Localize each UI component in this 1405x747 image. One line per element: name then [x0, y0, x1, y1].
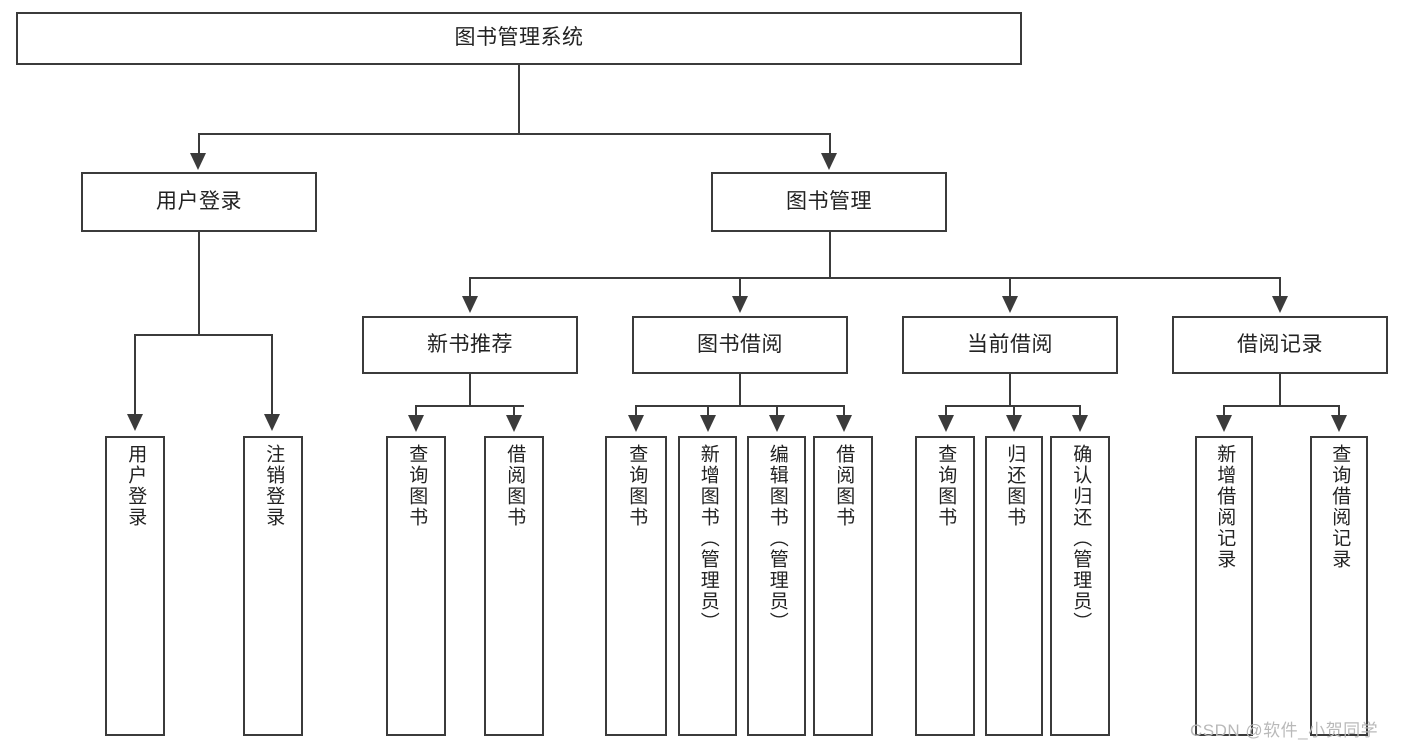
- arrow-leaf-edit-book-admin: [769, 415, 785, 432]
- node-borrow-record[interactable]: 借阅记录: [1172, 316, 1388, 374]
- arrow-to-book-manage: [821, 153, 837, 170]
- node-leaf-query-book-new[interactable]: 查询图书: [386, 436, 446, 736]
- connector-bb-bus: [635, 405, 843, 407]
- connector-book-manage-stem: [829, 232, 831, 278]
- connector-bm-drop-4: [1279, 277, 1281, 298]
- connector-bb-stem: [739, 374, 741, 407]
- node-label: 查询借阅记录: [1329, 444, 1351, 570]
- node-book-management-system[interactable]: 图书管理系统: [16, 12, 1022, 65]
- arrow-leaf-user-login: [127, 414, 143, 431]
- node-leaf-query-book-borrow[interactable]: 查询图书: [605, 436, 667, 736]
- connector-br-bus: [1223, 405, 1339, 407]
- node-label: 用户登录: [156, 189, 242, 213]
- node-label: 当前借阅: [967, 332, 1053, 356]
- arrow-to-user-login: [190, 153, 206, 170]
- node-label: 新增借阅记录: [1214, 444, 1236, 570]
- connector-user-login-drop-1: [134, 334, 136, 416]
- connector-nbr-drop-1: [415, 405, 417, 417]
- node-user-login[interactable]: 用户登录: [81, 172, 317, 232]
- node-label: 图书借阅: [697, 332, 783, 356]
- connector-bb-drop-3: [776, 405, 778, 417]
- node-label: 新增图书（管理员）: [697, 444, 719, 633]
- node-book-manage[interactable]: 图书管理: [711, 172, 947, 232]
- node-label: 新书推荐: [427, 332, 513, 356]
- arrow-leaf-confirm-return-admin: [1072, 415, 1088, 432]
- connector-to-book-manage: [829, 133, 831, 155]
- node-label: 查询图书: [406, 444, 428, 528]
- connector-bb-drop-1: [635, 405, 637, 417]
- arrow-leaf-add-book-admin: [700, 415, 716, 432]
- node-label: 注销登录: [263, 444, 285, 528]
- node-leaf-edit-book-admin[interactable]: 编辑图书（管理员）: [747, 436, 806, 736]
- arrow-leaf-add-borrow-record: [1216, 415, 1232, 432]
- node-leaf-user-logout[interactable]: 注销登录: [243, 436, 303, 736]
- node-label: 图书管理系统: [454, 26, 584, 50]
- connector-bb-drop-4: [843, 405, 845, 417]
- node-label: 借阅记录: [1237, 332, 1323, 356]
- node-current-borrow[interactable]: 当前借阅: [902, 316, 1118, 374]
- arrow-leaf-query-borrow-record: [1331, 415, 1347, 432]
- arrow-leaf-borrow-book-new: [506, 415, 522, 432]
- arrow-leaf-borrow-book-borrow: [836, 415, 852, 432]
- node-label: 归还图书: [1004, 444, 1026, 528]
- node-leaf-query-book-current[interactable]: 查询图书: [915, 436, 975, 736]
- connector-br-stem: [1279, 374, 1281, 407]
- connector-user-login-stem: [198, 232, 200, 335]
- node-leaf-add-book-admin[interactable]: 新增图书（管理员）: [678, 436, 737, 736]
- csdn-watermark: CSDN @软件_小贺同学: [1190, 721, 1379, 740]
- arrow-to-borrow-record: [1272, 296, 1288, 313]
- node-label: 图书管理: [786, 189, 872, 213]
- connector-bb-drop-2: [707, 405, 709, 417]
- connector-br-drop-2: [1338, 405, 1340, 417]
- node-label: 查询图书: [935, 444, 957, 528]
- node-label: 用户登录: [125, 444, 147, 528]
- node-leaf-confirm-return-admin[interactable]: 确认归还（管理员）: [1050, 436, 1110, 736]
- node-label: 借阅图书: [504, 444, 526, 528]
- node-new-book-recommend[interactable]: 新书推荐: [362, 316, 578, 374]
- node-leaf-return-book[interactable]: 归还图书: [985, 436, 1043, 736]
- connector-user-login-bus: [134, 334, 272, 336]
- connector-bm-drop-2: [739, 277, 741, 298]
- node-label: 借阅图书: [833, 444, 855, 528]
- connector-bm-drop-1: [469, 277, 471, 298]
- node-leaf-user-login[interactable]: 用户登录: [105, 436, 165, 736]
- connector-to-user-login: [198, 133, 200, 155]
- connector-cb-stem: [1009, 374, 1011, 407]
- connector-book-manage-bus: [469, 277, 1280, 279]
- node-leaf-borrow-book-borrow[interactable]: 借阅图书: [813, 436, 873, 736]
- arrow-leaf-query-book-new: [408, 415, 424, 432]
- node-label: 查询图书: [626, 444, 648, 528]
- node-label: 确认归还（管理员）: [1070, 444, 1092, 633]
- arrow-leaf-return-book: [1006, 415, 1022, 432]
- connector-root-bus: [198, 133, 830, 135]
- connector-root-stem: [518, 65, 520, 134]
- arrow-to-book-borrow: [732, 296, 748, 313]
- connector-cb-drop-3: [1079, 405, 1081, 417]
- connector-cb-drop-1: [945, 405, 947, 417]
- arrow-leaf-query-book-current: [938, 415, 954, 432]
- arrow-leaf-query-book-borrow: [628, 415, 644, 432]
- node-label: 编辑图书（管理员）: [766, 444, 788, 633]
- arrow-to-current-borrow: [1002, 296, 1018, 313]
- node-leaf-borrow-book-new[interactable]: 借阅图书: [484, 436, 544, 736]
- connector-bm-drop-3: [1009, 277, 1011, 298]
- connector-br-drop-1: [1223, 405, 1225, 417]
- connector-user-login-drop-2: [271, 334, 273, 416]
- node-leaf-add-borrow-record[interactable]: 新增借阅记录: [1195, 436, 1253, 736]
- node-book-borrow[interactable]: 图书借阅: [632, 316, 848, 374]
- arrow-leaf-user-logout: [264, 414, 280, 431]
- node-leaf-query-borrow-record[interactable]: 查询借阅记录: [1310, 436, 1368, 736]
- connector-nbr-drop-2: [513, 405, 515, 417]
- arrow-to-new-book-recommend: [462, 296, 478, 313]
- connector-nbr-bus: [415, 405, 524, 407]
- connector-nbr-stem: [469, 374, 471, 407]
- connector-cb-drop-2: [1013, 405, 1015, 417]
- connector-cb-bus: [945, 405, 1080, 407]
